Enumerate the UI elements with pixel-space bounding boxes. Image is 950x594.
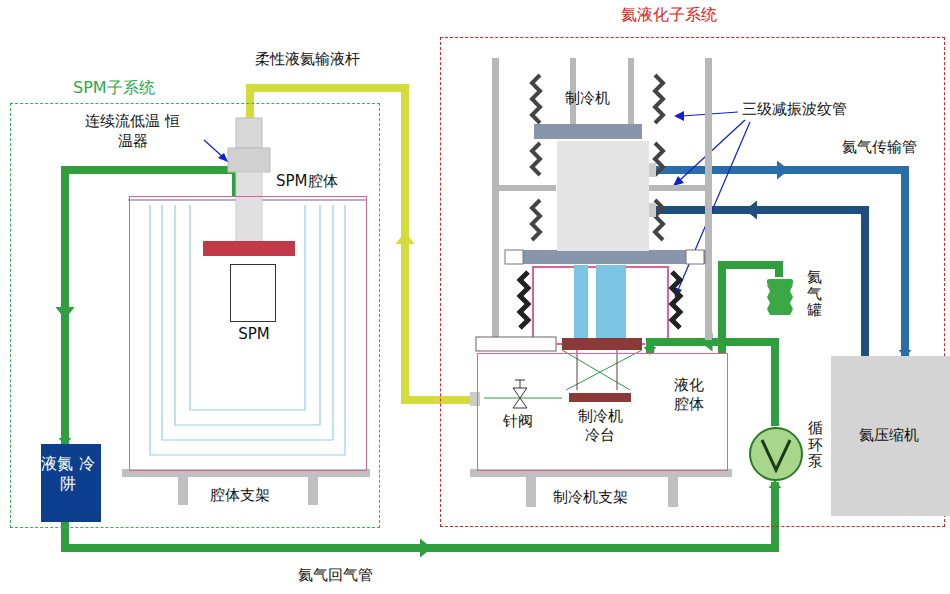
drawing-part (236, 172, 262, 242)
node-text: SPM腔体 (276, 172, 338, 191)
node-text: 循环泵 (808, 420, 823, 470)
node-text: SPM子系统 (73, 78, 155, 98)
cold-stage: 制冷机 冷台 (569, 393, 631, 402)
drawing-part (655, 75, 663, 123)
drawing-part (767, 279, 793, 285)
pipe-label: 柔性液氦输液杆 (255, 50, 360, 70)
drawing-part (532, 143, 540, 175)
drawing-part (150, 205, 345, 455)
pipe-connector (644, 332, 775, 426)
pipe-line (650, 342, 775, 426)
pipe-connector (647, 200, 865, 356)
drawing-part (648, 185, 712, 191)
node-text: 氦气罐 (807, 269, 822, 319)
drawing-part (674, 111, 684, 121)
drawing-part (204, 140, 224, 158)
cold-trap: 液氮 冷阱 (41, 444, 101, 522)
helium-tank-shape (763, 277, 797, 321)
drawing-part (767, 285, 793, 315)
drawing-part (678, 122, 750, 290)
circulation-pump-shape (748, 426, 804, 482)
drawing-part (534, 124, 642, 139)
drawing-part (228, 148, 270, 172)
drawing-part (236, 118, 262, 148)
arrow-head (395, 232, 414, 244)
node-text: 制冷机 冷台 (569, 407, 631, 445)
drawing-part (520, 380, 521, 388)
drawing-part (673, 176, 684, 186)
node-text: SPM (221, 325, 287, 344)
drawing-part (562, 350, 630, 390)
drawing-part (532, 75, 540, 123)
drawing-part (520, 250, 706, 264)
drawing-part (562, 338, 642, 350)
cryostat-label: 连续流低温 恒温器 (80, 112, 185, 151)
drawing-part (577, 350, 578, 390)
arrow-head (420, 538, 432, 557)
pipe-line (649, 170, 905, 356)
arrow-head (769, 480, 782, 488)
pipe-label: 氦气回气管 (298, 566, 373, 586)
arrow-head (745, 200, 757, 219)
spm-head: SPM (230, 264, 276, 322)
drawing-part (492, 185, 556, 191)
drawing-part (218, 153, 228, 162)
helium-tank: 氦气罐 (763, 277, 797, 321)
cryocooler-head: 制冷机 (557, 141, 649, 251)
drawing-part (308, 477, 318, 505)
helium-compressor: 氦压缩机 (831, 356, 950, 516)
drawing-part (470, 392, 480, 406)
pipe-label: 氦气传输管 (842, 138, 917, 158)
vacuum-chamber: SPM腔体SPM (129, 196, 367, 471)
drawing-part (655, 200, 663, 240)
subsystem-region: 氦液化子系统制冷机液化 腔体制冷机 冷台氦气罐循环泵氦压缩机 (440, 37, 945, 527)
drawing-part (668, 477, 678, 507)
drawing-part (532, 200, 540, 240)
drawing-part (596, 265, 626, 340)
drawing-part (680, 120, 745, 180)
drawing-part (566, 350, 642, 390)
node-text: 氦压缩机 (831, 426, 946, 445)
drawing-part (617, 350, 618, 390)
support-label: 制冷机支架 (553, 488, 628, 508)
drawing-part (672, 272, 680, 328)
node-text: 制冷机 (565, 89, 610, 108)
pipe-connector (649, 160, 911, 358)
drawing-part (526, 477, 536, 507)
drawing-part (476, 337, 556, 351)
drawing-part (750, 428, 802, 480)
drawing-part (492, 58, 499, 340)
arrow-head (55, 307, 74, 319)
drawing-part (505, 250, 523, 264)
circulation-pump: 循环泵 (748, 426, 804, 482)
drawing-part (705, 58, 712, 340)
drawing-part (513, 388, 527, 408)
drawing-part (628, 58, 634, 128)
arrow-head (777, 160, 789, 179)
drawing-part (655, 143, 663, 175)
drawing-part (574, 265, 588, 340)
drawing-part (648, 163, 656, 177)
drawing-part (648, 203, 656, 217)
drawing-part (178, 477, 188, 505)
drawing-part (203, 241, 295, 256)
drawing-part (515, 380, 525, 381)
subsystem-region: SPM子系统SPM腔体SPM液氮 冷阱 (10, 103, 380, 528)
bellows-label: 三级减振波纹管 (742, 100, 847, 120)
drawing-part (686, 250, 704, 264)
node-text: 液氮 冷阱 (41, 454, 95, 494)
node-text: 氦液化子系统 (621, 5, 717, 25)
support-label: 腔体支架 (210, 486, 270, 506)
pipe-connector (55, 170, 236, 446)
node-text: 液化 腔体 (674, 376, 709, 414)
drawing-part (520, 272, 528, 328)
drawing-part (762, 440, 790, 470)
drawing-part (484, 398, 562, 399)
valve-label: 针阀 (503, 412, 533, 432)
